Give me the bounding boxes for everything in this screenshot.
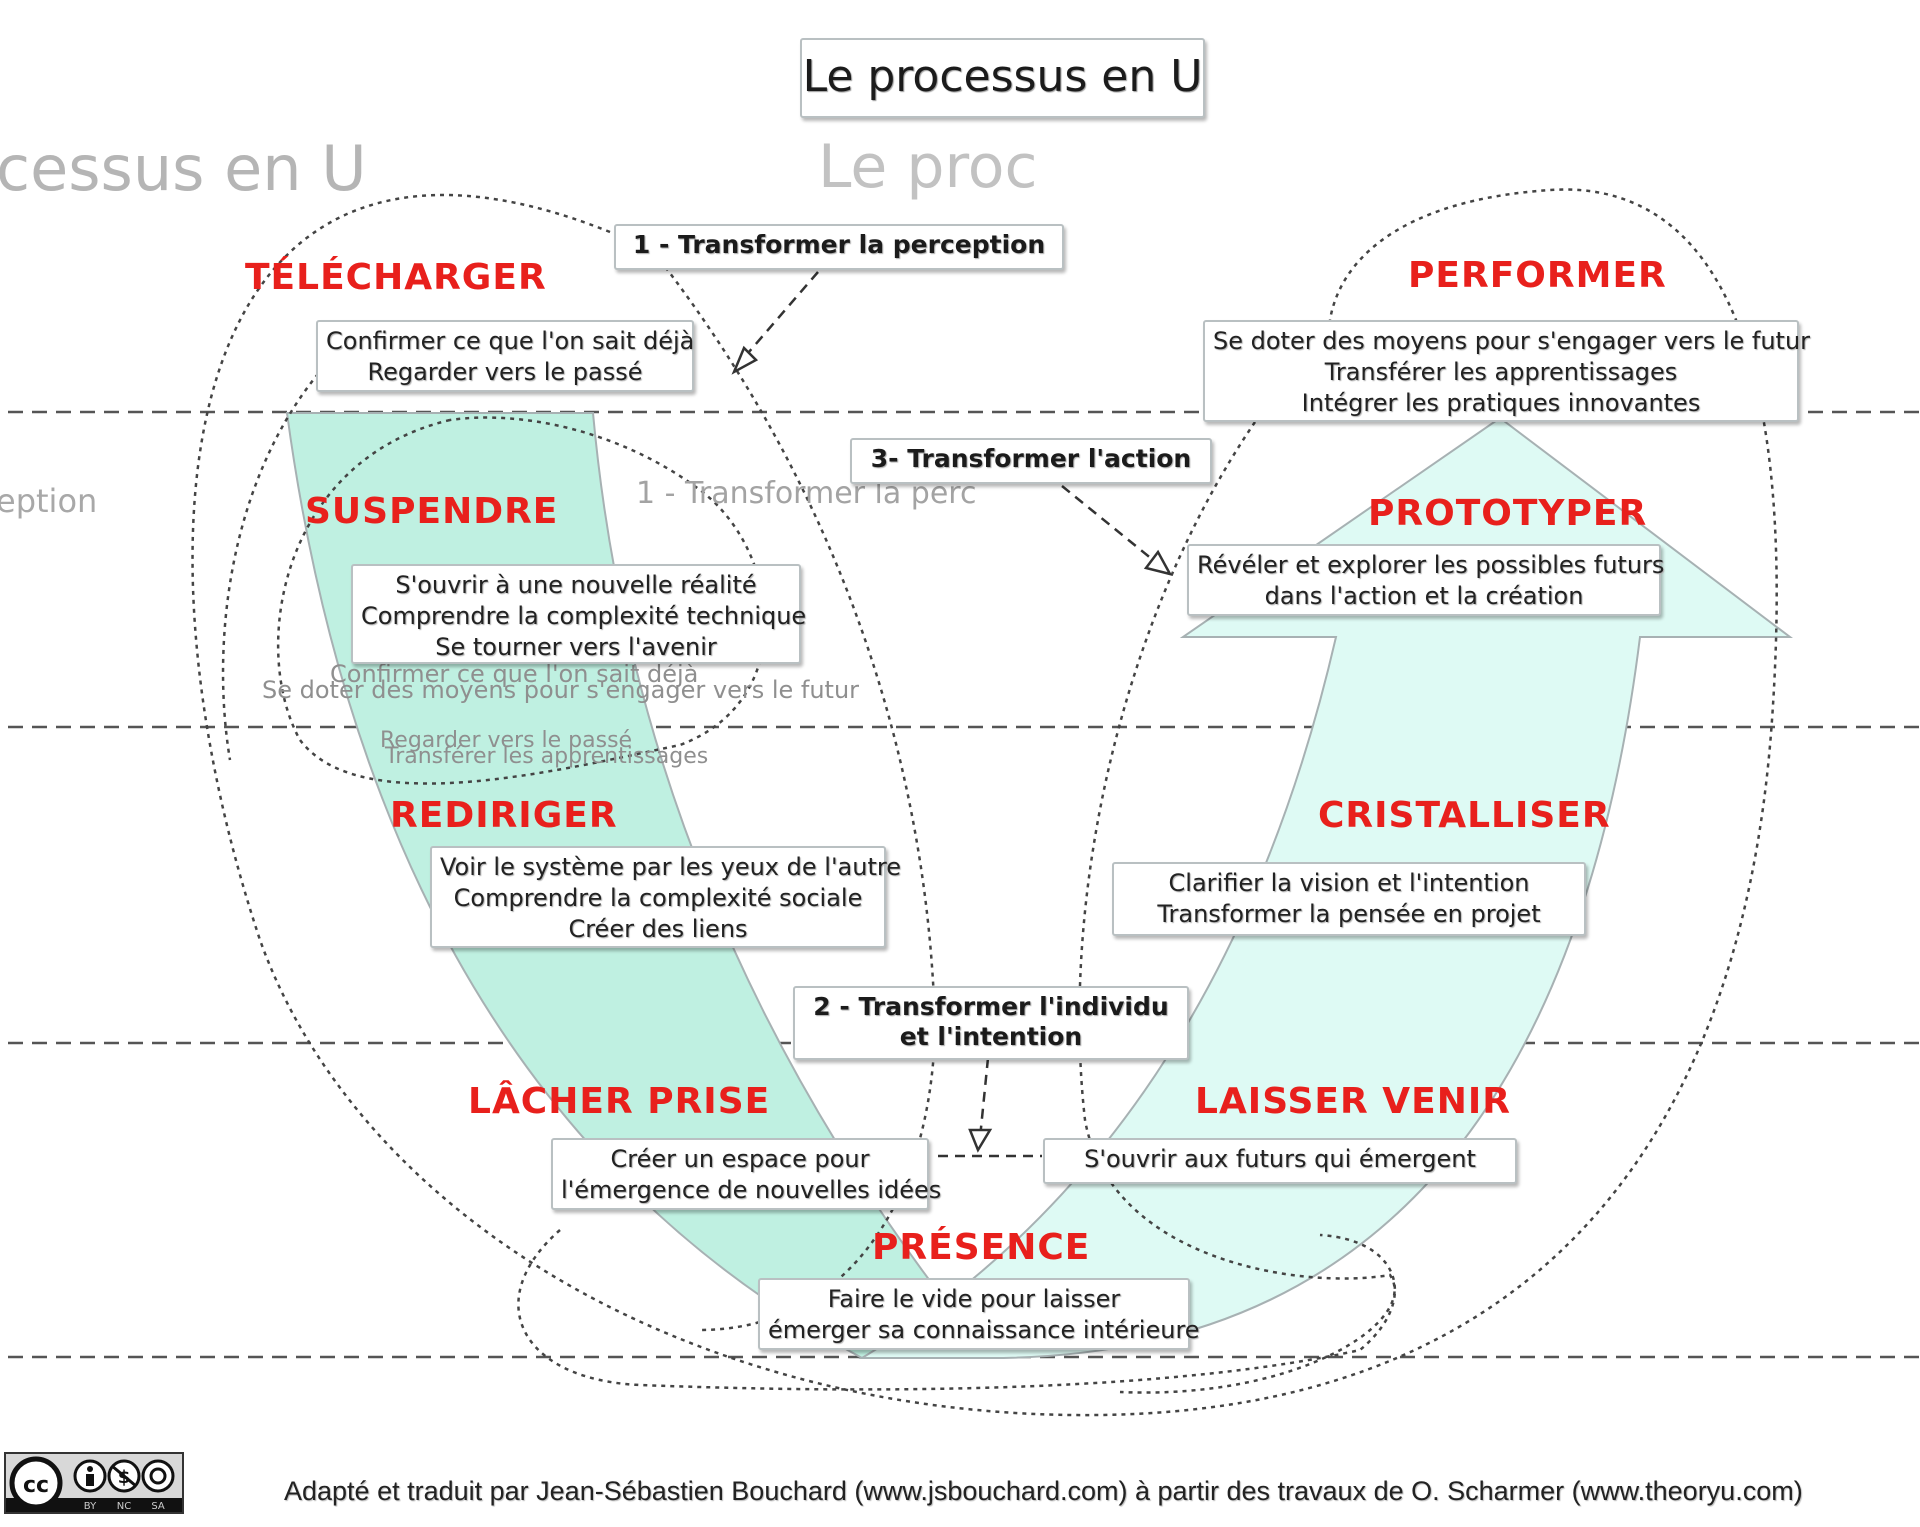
suspendre-line-1: S'ouvrir à une nouvelle réalité <box>395 571 757 599</box>
stage-cristalliser-title: CRISTALLISER <box>1318 795 1611 836</box>
performer-line-3: Intégrer les pratiques innovantes <box>1301 389 1701 417</box>
presence-line-1: Faire le vide pour laisser <box>827 1285 1121 1313</box>
license-nc-label: NC <box>117 1501 131 1512</box>
footer-credit: Adapté et traduit par Jean-Sébastien Bou… <box>284 1476 1803 1506</box>
arrow-step3-line <box>1061 485 1159 565</box>
stage-rediriger-title: REDIRIGER <box>390 795 618 836</box>
sa-icon <box>141 1459 175 1493</box>
stage-prototyper-box: Révéler et explorer les possibles futurs… <box>1187 544 1665 616</box>
step-3-box: 3- Transformer l'action <box>850 438 1212 484</box>
arrow-step2-line <box>978 1057 990 1139</box>
suspendre-line-2: Comprendre la complexité technique <box>361 602 807 630</box>
cc-icon <box>9 1456 63 1510</box>
stage-cristalliser-box: Clarifier la vision et l'intention Trans… <box>1112 862 1586 936</box>
suspendre-loop <box>276 416 767 785</box>
telecharger-line-2: Regarder vers le passé <box>367 358 643 386</box>
arrow-head-step1 <box>731 345 759 375</box>
step-1-label: 1 - Transformer la perception <box>632 230 1046 259</box>
stage-laisser-venir-box: S'ouvrir aux futurs qui émergent <box>1043 1138 1517 1184</box>
cc-badge-graphic: cc $ BY NC SA <box>6 1456 182 1512</box>
ghost-line-4: Transférer les apprentissages <box>385 744 709 769</box>
presence-line-2: émerger sa connaissance intérieure <box>768 1316 1200 1344</box>
stage-rediriger-box: Voir le système par les yeux de l'autre … <box>430 846 901 948</box>
rediriger-line-2: Comprendre la complexité sociale <box>453 884 863 912</box>
stage-lacher-prise-box: Créer un espace pour l'émergence de nouv… <box>551 1138 942 1210</box>
license-by-label: BY <box>84 1501 97 1512</box>
stage-lacher-prise-title: LÂCHER PRISE <box>468 1081 771 1122</box>
step-1-box: 1 - Transformer la perception <box>614 224 1064 270</box>
lacher-prise-line-2: l'émergence de nouvelles idées <box>561 1176 942 1204</box>
ghost-line-1: Confirmer ce que l'on sait déjà <box>330 660 699 688</box>
stage-laisser-venir-title: LAISSER VENIR <box>1195 1081 1511 1122</box>
stage-telecharger-box: Confirmer ce que l'on sait déjà Regarder… <box>316 320 694 392</box>
arrow-head-step2 <box>968 1128 993 1153</box>
page-title: Le processus en U <box>800 38 1205 118</box>
stage-performer-title: PERFORMER <box>1408 255 1667 296</box>
stage-presence-box: Faire le vide pour laisser émerger sa co… <box>758 1278 1200 1350</box>
arrow-head-step3 <box>1143 549 1173 576</box>
ghost-line-2: Se doter des moyens pour s'engager vers … <box>262 676 860 704</box>
stage-suspendre-box: S'ouvrir à une nouvelle réalité Comprend… <box>351 564 807 664</box>
prototyper-line-2: dans l'action et la création <box>1264 582 1584 610</box>
lacher-prise-line-1: Créer un espace pour <box>610 1145 870 1173</box>
stage-suspendre-title: SUSPENDRE <box>305 491 559 532</box>
prototyper-line-1: Révéler et explorer les possibles futurs <box>1197 551 1665 579</box>
step-2-box: 2 - Transformer l'individu et l'intentio… <box>793 986 1189 1060</box>
ghost-title-left: cessus en U <box>0 132 367 205</box>
arrow-heads <box>731 345 1173 1153</box>
svg-text:cc: cc <box>23 1473 49 1498</box>
stage-telecharger-title: TÉLÉCHARGER <box>245 257 547 298</box>
cc-license-badge[interactable]: cc $ BY NC SA <box>4 1452 184 1514</box>
stage-prototyper-title: PROTOTYPER <box>1368 493 1648 534</box>
suspendre-line-3: Se tourner vers l'avenir <box>435 633 717 661</box>
step-2-label-line-1: 2 - Transformer l'individu <box>813 992 1169 1021</box>
performer-line-2: Transférer les apprentissages <box>1324 358 1678 386</box>
step-3-label: 3- Transformer l'action <box>870 444 1192 473</box>
cristalliser-line-1: Clarifier la vision et l'intention <box>1168 869 1530 897</box>
rediriger-line-1: Voir le système par les yeux de l'autre <box>440 853 901 881</box>
bottom-presence-loop <box>517 1229 1397 1391</box>
license-sa-label: SA <box>151 1501 165 1512</box>
performer-line-1: Se doter des moyens pour s'engager vers … <box>1213 327 1811 355</box>
cristalliser-line-2: Transformer la pensée en projet <box>1157 900 1541 928</box>
stage-performer-box: Se doter des moyens pour s'engager vers … <box>1203 320 1811 422</box>
laisser-venir-line-1: S'ouvrir aux futurs qui émergent <box>1084 1145 1476 1173</box>
ghost-perception-left: eption <box>0 482 98 520</box>
telecharger-line-1: Confirmer ce que l'on sait déjà <box>326 327 695 355</box>
step-arrows <box>741 271 1159 1158</box>
outer-u-loop <box>191 188 1778 1417</box>
stage-presence-title: PRÉSENCE <box>872 1227 1091 1268</box>
arrow-step1-line <box>741 271 819 361</box>
ghost-title-top: Le proc <box>818 132 1038 202</box>
ghost-line-3: Regarder vers le passé <box>380 728 633 753</box>
step-2-label-line-2: et l'intention <box>899 1022 1083 1051</box>
rediriger-line-3: Créer des liens <box>568 915 748 943</box>
